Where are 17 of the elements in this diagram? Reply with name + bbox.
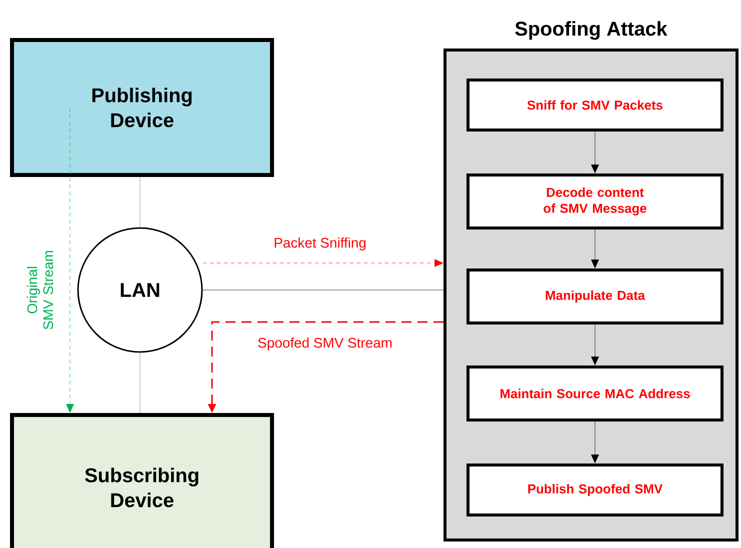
arrow — [66, 107, 74, 413]
process-box: Publish Spoofed SMV — [466, 464, 724, 516]
arrow — [202, 259, 444, 267]
arrow — [591, 324, 599, 366]
arrow — [591, 421, 599, 464]
arrow — [591, 131, 599, 174]
process-box: Subscribing Device — [10, 413, 274, 548]
process-box: Publishing Device — [10, 38, 274, 177]
process-box: Decode content of SMV Message — [466, 174, 724, 230]
edge-label: Original SMV Stream — [26, 244, 54, 336]
edge-label: Packet Sniffing — [272, 236, 368, 252]
process-box: Sniff for SMV Packets — [466, 78, 724, 132]
process-box: Manipulate Data — [466, 268, 724, 324]
edge-label: Spoofed SMV Stream — [256, 336, 394, 352]
arrow — [591, 229, 599, 268]
process-box: Maintain Source MAC Address — [466, 366, 724, 422]
node-label: Spoofing Attack — [515, 21, 668, 40]
